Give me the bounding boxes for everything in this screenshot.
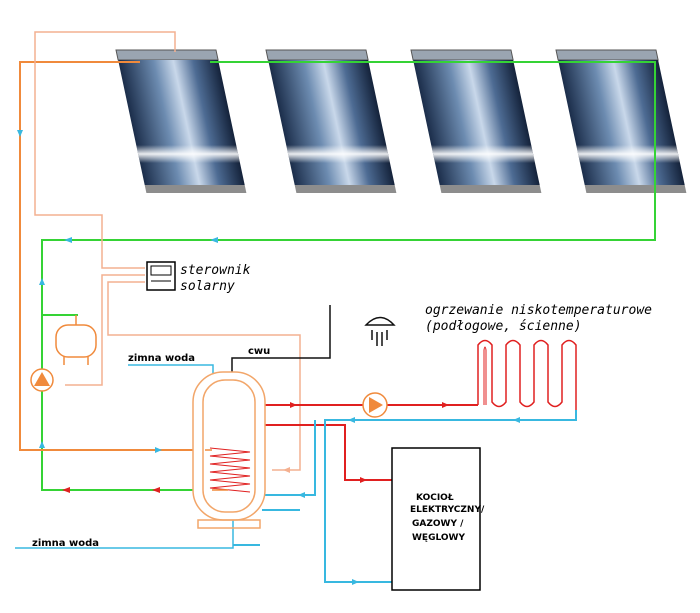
- cold-water-label-top: zimna woda: [128, 353, 195, 364]
- hot-water-tank: [192, 371, 266, 529]
- cold-water-pipe-bottom: [15, 520, 234, 549]
- boiler: [391, 447, 481, 591]
- solar-panel-2: [265, 49, 397, 193]
- flow-arrow-icon: [352, 579, 359, 585]
- flow-arrow-icon: [360, 477, 367, 483]
- flow-arrow-icon: [442, 402, 449, 408]
- flow-arrow-icon: [210, 237, 218, 243]
- solar-controller: [146, 261, 176, 291]
- flow-arrow-icon: [298, 492, 305, 498]
- heating-supply-pipe: [262, 404, 478, 481]
- solar-panel-4: [555, 49, 687, 193]
- flow-arrow-icon: [348, 417, 355, 423]
- solar-loop-pipe: [41, 61, 656, 491]
- heating-label-2: (podłogowe, ścienne): [425, 319, 582, 334]
- controller-label-2: solarny: [180, 279, 235, 294]
- boiler-label-4: WĘGLOWY: [412, 533, 465, 543]
- solar-collectors: [115, 49, 687, 193]
- flow-arrow-icon: [152, 487, 160, 493]
- hot-feed-pipe: [19, 61, 205, 451]
- controller-label-1: sterownik: [180, 263, 251, 278]
- cwu-label: cwu: [248, 346, 270, 357]
- boiler-label-3: GAZOWY /: [412, 519, 464, 529]
- flow-arrow-icon: [64, 237, 72, 243]
- flow-arrow-icon: [513, 417, 520, 423]
- flow-arrows: [17, 130, 520, 585]
- flow-arrow-icon: [39, 278, 45, 285]
- boiler-label-1: KOCIOŁ: [416, 493, 454, 503]
- flow-arrow-icon: [39, 441, 45, 448]
- shower-head-icon: [364, 316, 396, 346]
- heating-label-1: ogrzewanie niskotemperaturowe: [425, 303, 652, 318]
- flow-arrow-icon: [62, 487, 70, 493]
- flow-arrow-icon: [17, 130, 23, 137]
- tank-connections: [205, 449, 228, 491]
- heating-return-pipe: [233, 410, 577, 583]
- solar-pump: [30, 368, 54, 392]
- solar-panel-3: [410, 49, 542, 193]
- flow-arrow-icon: [290, 402, 297, 408]
- flow-arrow-icon: [283, 467, 290, 473]
- hot-water-pipe: [231, 305, 331, 380]
- cold-water-label-bottom: zimna woda: [32, 538, 99, 549]
- flow-arrow-icon: [155, 447, 162, 453]
- heating-pump: [362, 392, 388, 418]
- boiler-label-2: ELEKTRYCZNY/: [410, 505, 485, 515]
- cold-water-pipe-top: [128, 364, 214, 375]
- tank-heating-coil: [209, 447, 251, 493]
- solar-panel-1: [115, 49, 247, 193]
- expansion-vessel: [55, 315, 97, 365]
- sensor-wires: [34, 31, 301, 471]
- heating-coil: [477, 339, 577, 410]
